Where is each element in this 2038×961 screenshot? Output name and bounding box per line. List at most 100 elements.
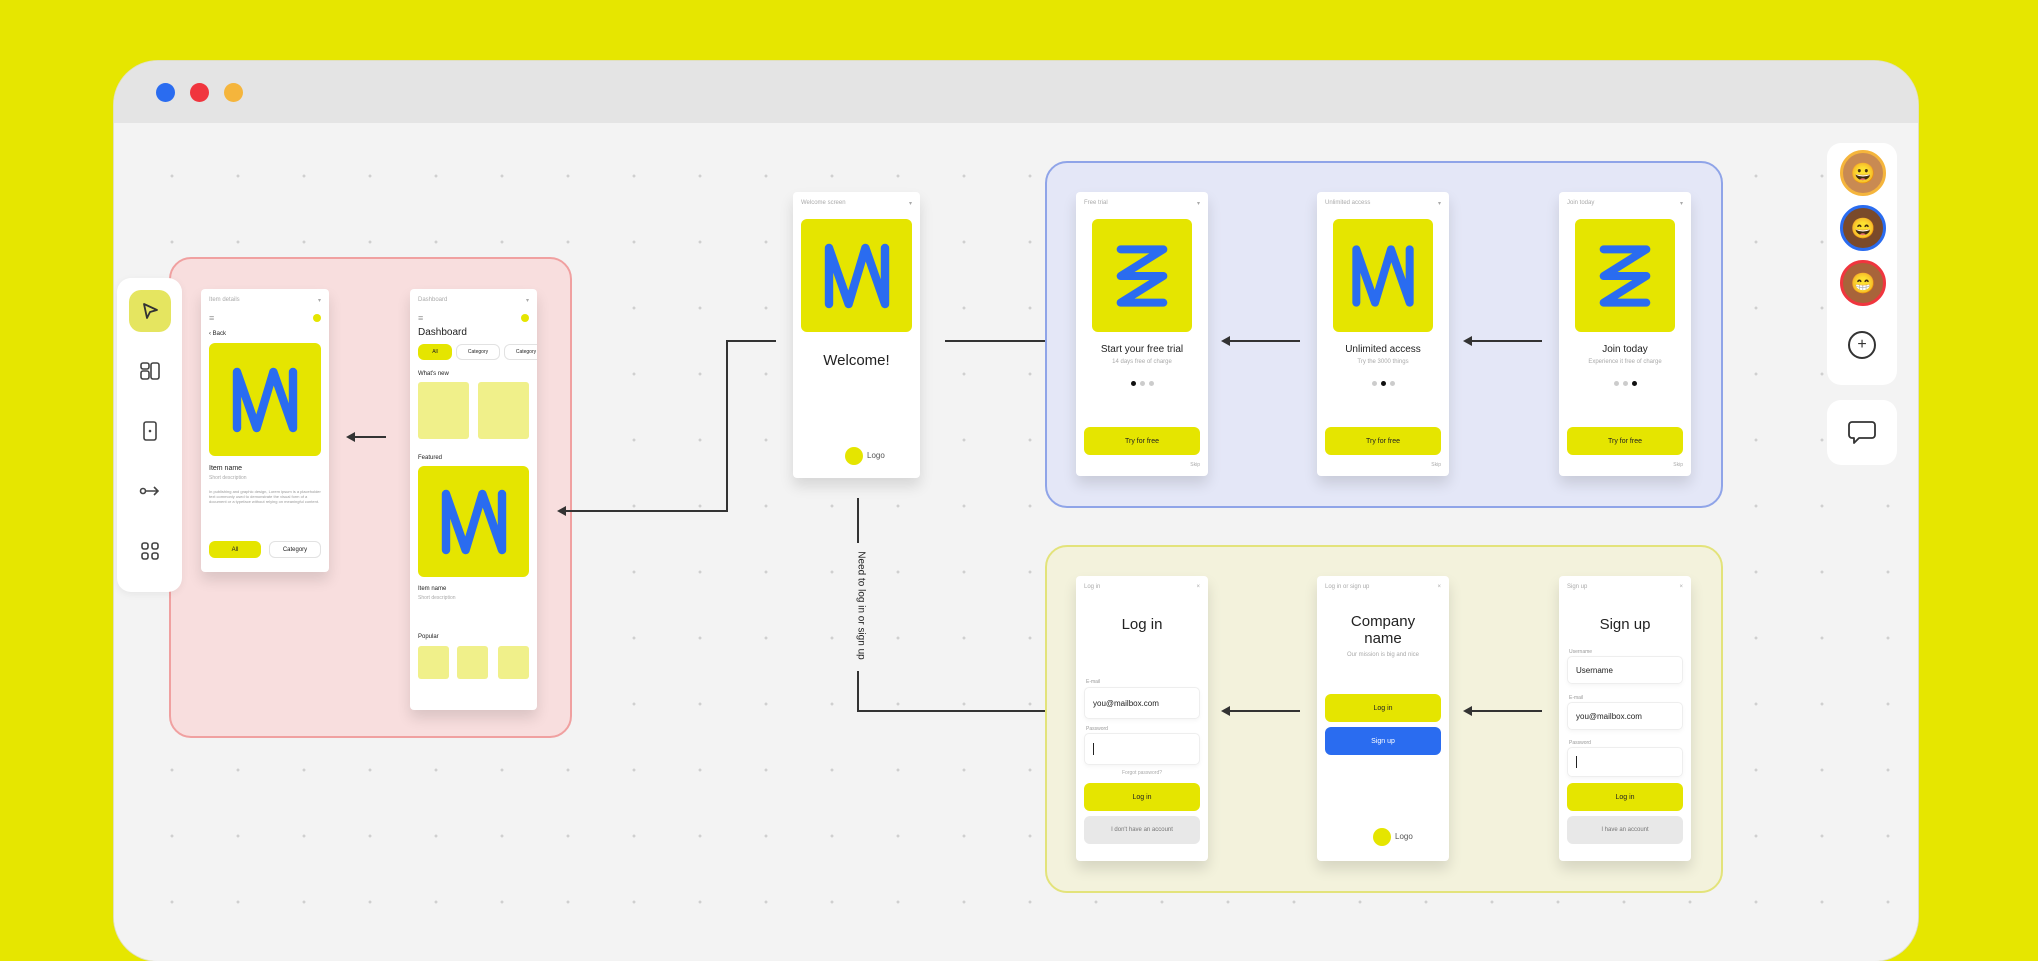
screen-header: Join today▾ [1559,192,1691,214]
avatar-user-3[interactable]: 😁 [1840,260,1886,306]
connector-line [1228,340,1300,342]
have-account-button[interactable]: I have an account [1567,816,1683,844]
login-button[interactable]: Log in [1567,783,1683,811]
window-dot-orange[interactable] [224,83,243,102]
avatar-user-1[interactable]: 😀 [1840,150,1886,196]
face-icon: 😁 [1850,272,1876,295]
onboarding-screen-3[interactable]: Join today▾ Join today Experience it fre… [1559,192,1691,476]
onboarding-title: Unlimited access [1345,344,1421,355]
onboarding-screen-1[interactable]: Free trial▾ Start your free trial 14 day… [1076,192,1208,476]
dashboard-screen[interactable]: Dashboard▾ ≡ Dashboard All Category Cate… [410,289,537,710]
comments-button[interactable] [1827,400,1897,465]
onboarding-title: Start your free trial [1100,344,1184,355]
screen-header-label: Free trial [1084,200,1108,206]
email-label: E-mail [1086,679,1101,685]
screen-header: Item details▾ [201,289,329,311]
item-details-screen[interactable]: Item details▾ ≡ ‹ Back Item name Short d… [201,289,329,572]
connector-line [354,436,386,438]
title-bar [114,61,1918,123]
featured-image[interactable] [418,466,529,577]
window-dot-blue[interactable] [156,83,175,102]
apps-tool-button[interactable] [129,530,171,572]
app-window: Item details▾ ≡ ‹ Back Item name Short d… [114,61,1918,961]
login-button[interactable]: Log in [1084,783,1200,811]
layout-icon [140,362,160,380]
chip-category[interactable]: Category [456,344,500,360]
add-collaborator-plus-icon[interactable]: + [1848,331,1876,359]
screen-header: Welcome screen▾ [793,192,920,214]
screen-header-label: Log in or sign up [1325,584,1370,590]
skip-link[interactable]: Skip [1431,462,1441,468]
login-button[interactable]: Log in [1325,694,1441,722]
try-for-free-button[interactable]: Try for free [1325,427,1441,455]
page-indicator[interactable] [1559,381,1691,386]
back-link[interactable]: ‹ Back [209,331,227,337]
onboarding-screen-2[interactable]: Unlimited access▾ Unlimited access Try t… [1317,192,1449,476]
connector-label[interactable]: Need to log in or sign up [855,551,867,660]
username-field[interactable]: Username [1567,656,1683,684]
frame-tool-button[interactable] [129,410,171,452]
close-icon[interactable]: × [1196,584,1200,590]
try-for-free-button[interactable]: Try for free [1567,427,1683,455]
forgot-password-link[interactable]: Forgot password? [1121,770,1163,776]
menu-icon[interactable]: ≡ [418,313,424,323]
category-button[interactable]: Category [269,541,321,558]
signup-screen[interactable]: Sign up× Sign up Username Username E-mai… [1559,576,1691,861]
screen-header: Sign up × [1559,576,1691,598]
back-label: Back [212,331,227,337]
screen-header-label: Sign up [1567,584,1588,590]
connector-icon [139,486,160,496]
email-label: E-mail [1569,695,1584,701]
chip-all[interactable]: All [418,344,452,360]
welcome-screen[interactable]: Welcome screen▾ Welcome! Logo [793,192,920,478]
chevron-down-icon: ▾ [908,200,912,207]
arrow-head-left-icon [1463,336,1472,346]
cursor-icon [143,303,158,319]
popular-item-card[interactable] [457,646,488,679]
window-dot-red[interactable] [190,83,209,102]
screen-header: Log in× [1076,576,1208,598]
email-field[interactable]: you@mailbox.com [1567,702,1683,730]
avatar-dot [521,314,529,322]
skip-link[interactable]: Skip [1190,462,1200,468]
arrow-head-left-icon [346,432,355,442]
nn-logo-icon [223,358,307,442]
skip-link[interactable]: Skip [1673,462,1683,468]
try-for-free-button[interactable]: Try for free [1084,427,1200,455]
close-icon[interactable]: × [1679,584,1683,590]
menu-icon[interactable]: ≡ [209,313,215,323]
chip-category[interactable]: Category [504,344,537,360]
screen-header: Free trial▾ [1076,192,1208,214]
password-field[interactable] [1084,733,1200,765]
login-or-signup-screen[interactable]: Log in or sign up× Company name Our miss… [1317,576,1449,861]
nn-logo-icon [432,480,516,564]
page-indicator[interactable] [1317,381,1449,386]
new-item-card[interactable] [418,382,469,439]
avatar-dot [313,314,321,322]
chevron-down-icon: ▾ [1437,200,1441,207]
all-button[interactable]: All [209,541,261,558]
popular-item-card[interactable] [498,646,529,679]
popular-item-card[interactable] [418,646,449,679]
components-tool-button[interactable] [129,350,171,392]
avatar-user-2[interactable]: 😄 [1840,205,1886,251]
welcome-image [801,219,912,332]
email-field[interactable]: you@mailbox.com [1084,687,1200,719]
signup-button[interactable]: Sign up [1325,727,1441,755]
select-tool-button[interactable] [129,290,171,332]
close-icon[interactable]: × [1437,584,1441,590]
item-image [209,343,321,456]
logo-circle-icon [845,447,863,465]
chevron-down-icon: ▾ [525,297,529,304]
screen-header-label: Dashboard [418,297,448,303]
connector-line [1228,710,1300,712]
new-item-card[interactable] [478,382,529,439]
no-account-button[interactable]: I don't have an account [1084,816,1200,844]
connector-tool-button[interactable] [129,470,171,512]
logo-circle-icon [1373,828,1391,846]
login-screen[interactable]: Log in× Log in E-mail you@mailbox.com Pa… [1076,576,1208,861]
password-label: Password [1086,726,1108,732]
whiteboard-canvas[interactable]: Item details▾ ≡ ‹ Back Item name Short d… [114,123,1918,961]
password-field[interactable] [1567,747,1683,777]
page-indicator[interactable] [1076,381,1208,386]
